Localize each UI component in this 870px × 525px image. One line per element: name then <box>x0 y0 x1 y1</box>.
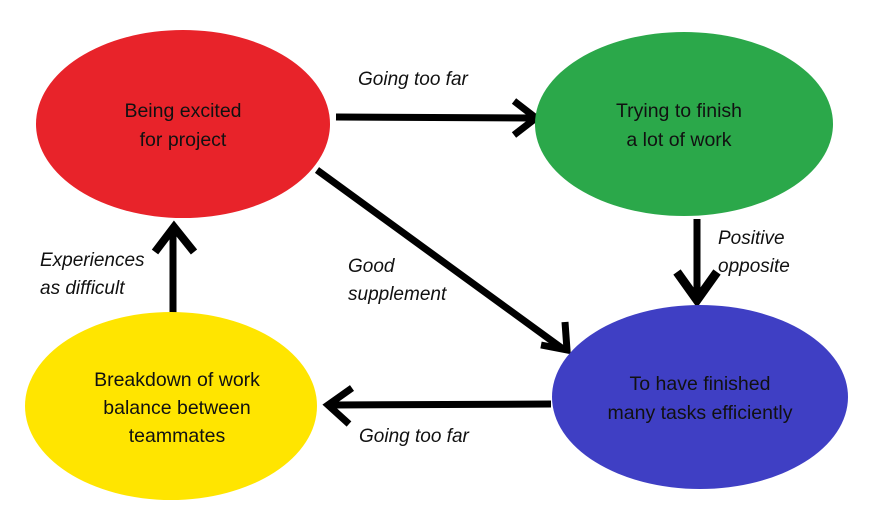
node-ellipse-blue <box>552 305 848 489</box>
edge-excited-to-trying[interactable] <box>335 98 542 138</box>
edge-breakdown-to-excited-arrowhead <box>151 220 198 255</box>
edge-trying-to-finished[interactable] <box>673 219 721 308</box>
edge-label-going-too-far-bottom: Going too far <box>359 426 470 447</box>
edge-excited-to-trying-line <box>335 113 534 122</box>
edge-trying-to-finished-arrowhead <box>673 269 721 308</box>
node-label-red-line2: for project <box>140 129 227 151</box>
node-label-red: Being excited <box>124 100 241 122</box>
node-trying-to-finish-a-lot-of-work[interactable]: Trying to finish a lot of work <box>535 32 833 216</box>
edge-label-good-supplement-line1: Good <box>348 256 396 277</box>
node-ellipse-yellow <box>25 312 317 500</box>
node-ellipse-red <box>36 30 330 218</box>
node-ellipse-green <box>535 32 833 216</box>
node-breakdown-of-work-balance-between-teammates[interactable]: Breakdown of work balance between teamma… <box>25 312 317 500</box>
node-label-green: Trying to finish <box>616 100 742 122</box>
edge-finished-to-breakdown-line <box>332 400 552 409</box>
edge-finished-to-breakdown[interactable] <box>322 385 552 427</box>
node-being-excited-for-project[interactable]: Being excited for project <box>36 30 330 218</box>
edge-excited-to-finished-line <box>314 167 566 352</box>
edge-label-good-supplement-line2: supplement <box>348 284 447 305</box>
node-to-have-finished-many-tasks-efficiently[interactable]: To have finished many tasks efficiently <box>552 305 848 489</box>
node-label-blue-line2: many tasks efficiently <box>608 402 793 424</box>
node-label-yellow-line2: balance between <box>103 397 250 419</box>
node-label-yellow-line3: teammates <box>129 425 226 447</box>
edge-excited-to-finished[interactable] <box>314 167 571 355</box>
edge-label-experiences-as-difficult-line1: Experiences <box>40 250 145 271</box>
edge-finished-to-breakdown-arrowhead <box>322 385 355 427</box>
edge-breakdown-to-excited[interactable] <box>151 220 198 321</box>
edge-excited-to-finished-arrowhead <box>540 321 571 355</box>
edge-label-going-too-far-top: Going too far <box>358 69 469 90</box>
node-label-green-line2: a lot of work <box>626 129 731 151</box>
edge-label-positive-opposite-line2: opposite <box>718 256 790 277</box>
edge-label-positive-opposite-line1: Positive <box>718 228 785 249</box>
edge-label-experiences-as-difficult-line2: as difficult <box>40 278 125 299</box>
node-label-yellow: Breakdown of work <box>94 369 260 391</box>
node-label-blue: To have finished <box>630 373 771 395</box>
